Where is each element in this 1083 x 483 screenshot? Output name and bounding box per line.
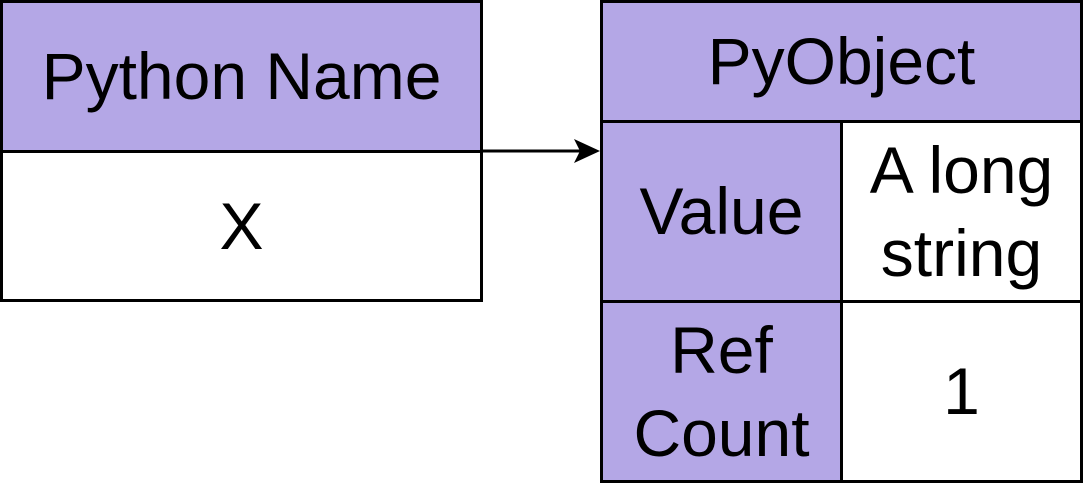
refcount-label-line1: Ref	[670, 313, 773, 387]
pyobject-header: PyObject	[600, 0, 1083, 123]
value-content-cell: A long string	[840, 120, 1083, 303]
python-name-value: X	[0, 150, 483, 302]
refcount-value-text: 1	[943, 354, 980, 429]
python-name-header-text: Python Name	[41, 39, 442, 114]
refcount-value-cell: 1	[840, 300, 1083, 483]
arrow-head-icon	[574, 139, 600, 163]
value-label-cell: Value	[600, 120, 843, 303]
python-name-value-text: X	[219, 188, 264, 263]
python-name-header: Python Name	[0, 0, 483, 153]
value-label-text: Value	[639, 174, 804, 249]
pyobject-header-text: PyObject	[707, 24, 976, 99]
value-content-line1: A long	[869, 133, 1054, 207]
value-content-line2: string	[880, 215, 1043, 290]
refcount-label-line2: Count	[633, 395, 810, 470]
refcount-label-cell: Ref Count	[600, 300, 843, 483]
